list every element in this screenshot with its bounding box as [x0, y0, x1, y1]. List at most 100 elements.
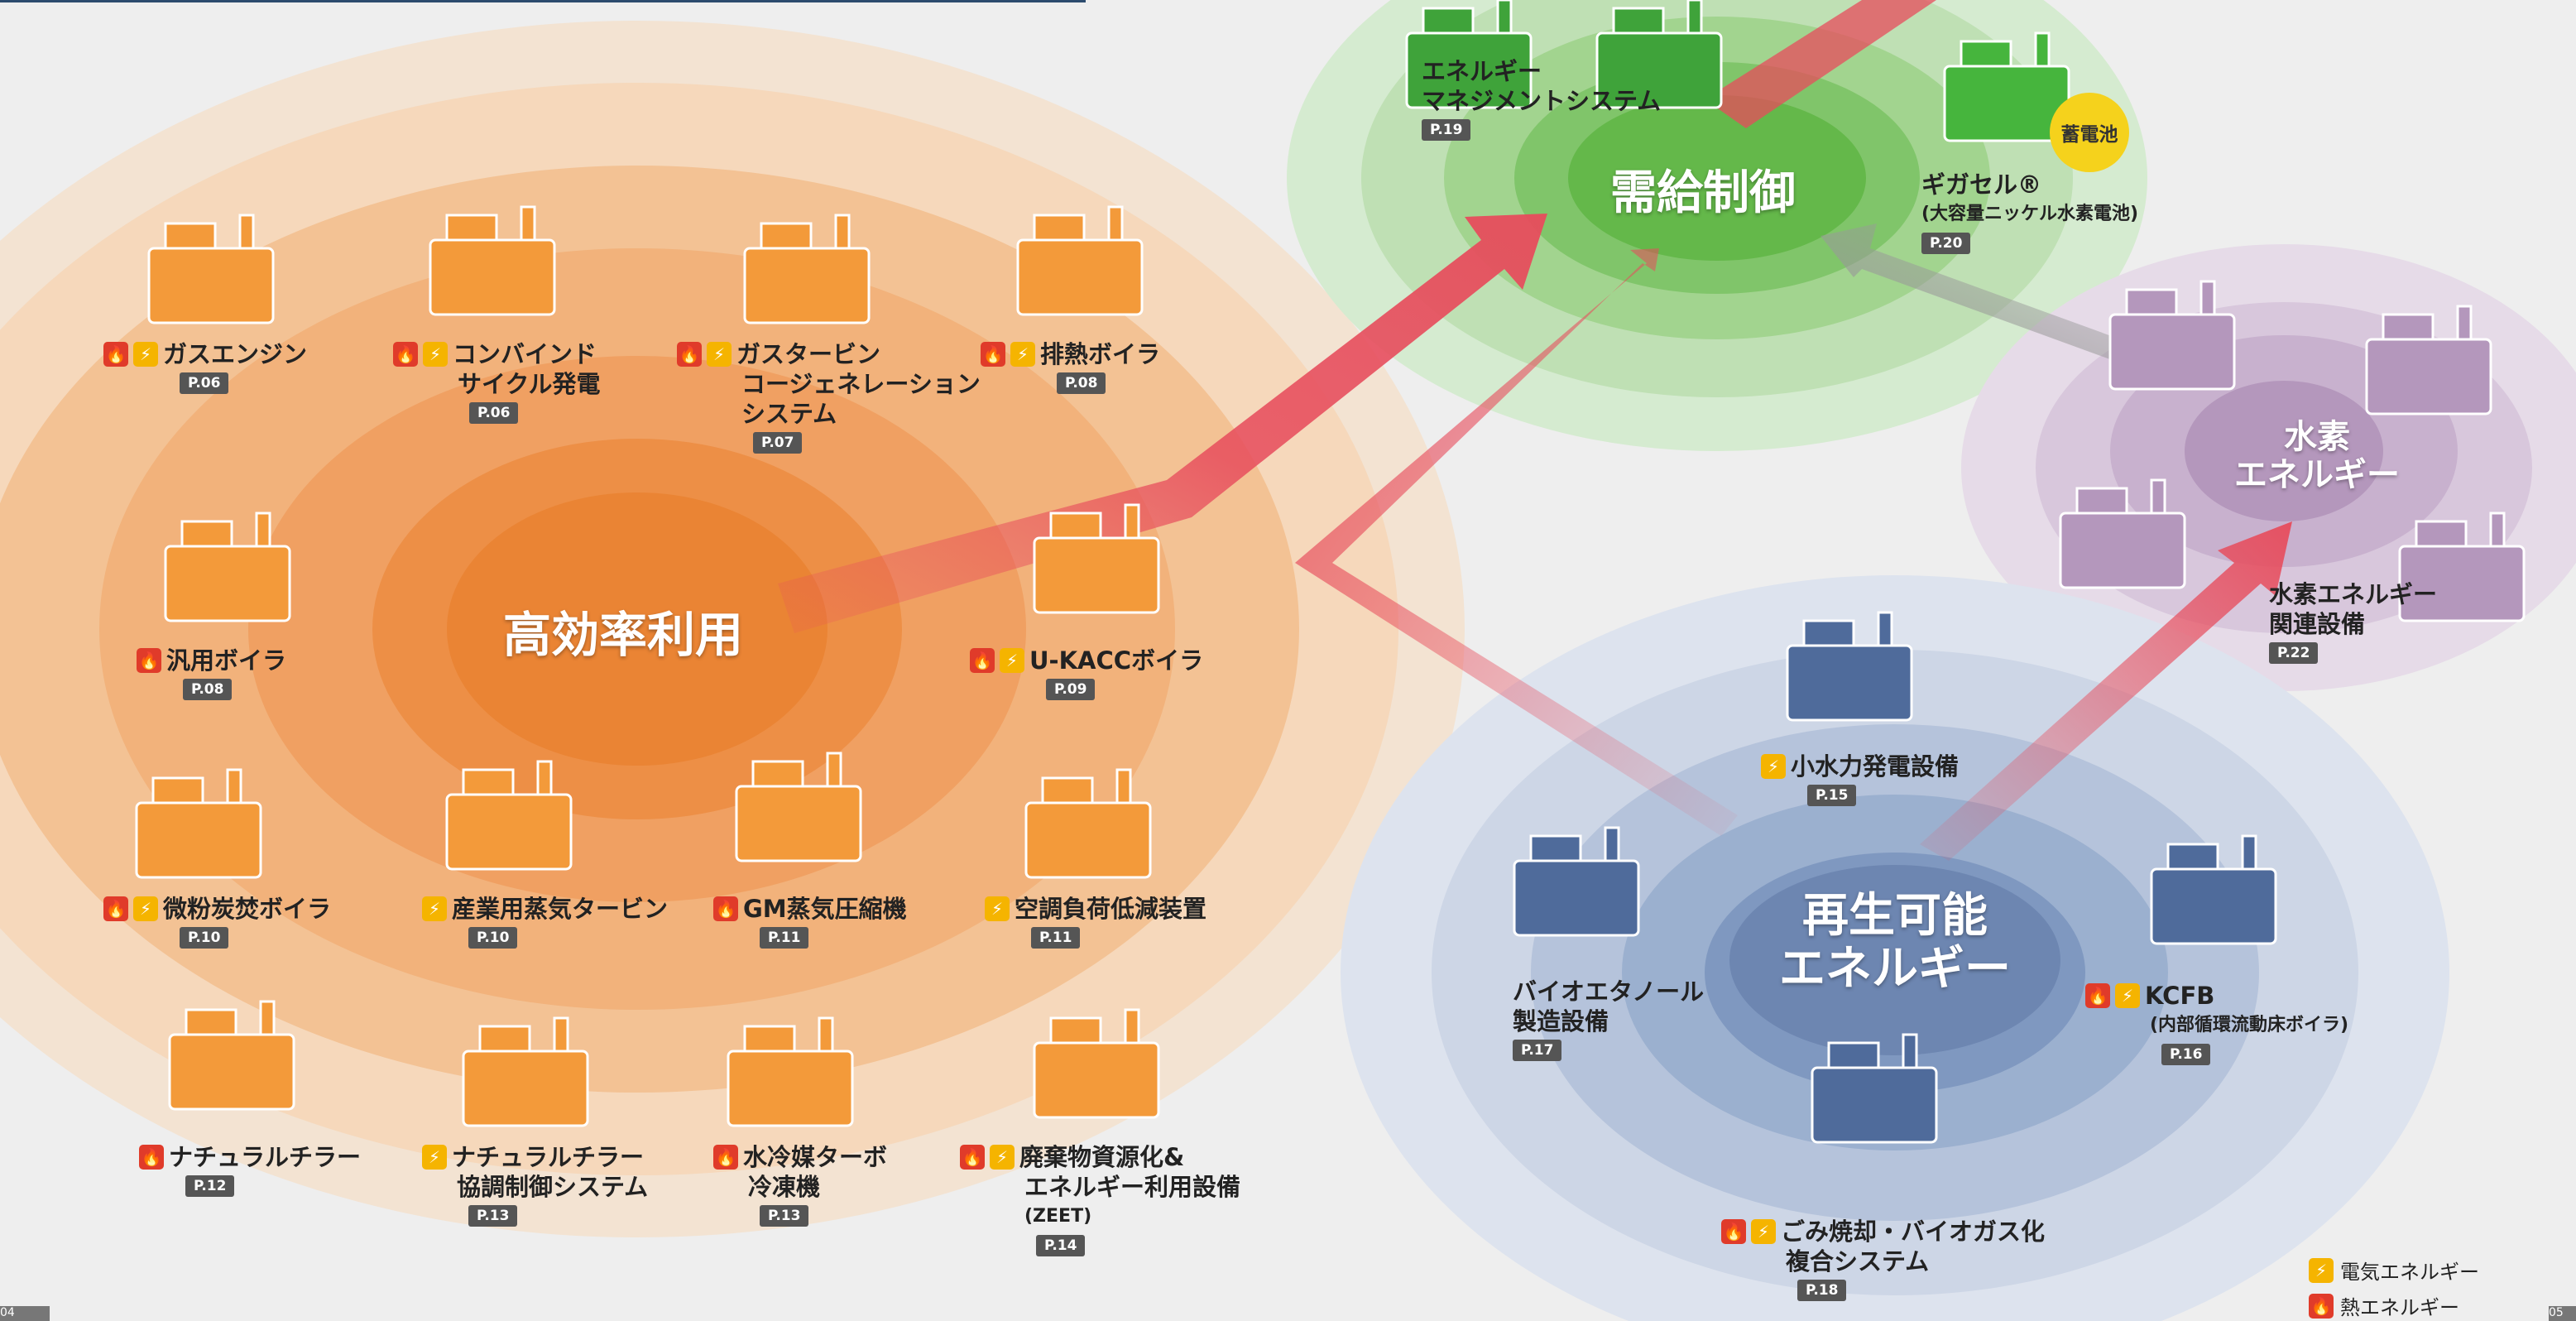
bolt-icon: ⚡ — [1010, 342, 1035, 367]
orange_items-item-label: U-KACCボイラ — [1029, 646, 1204, 675]
orange_items-item-page-row: P.11 — [713, 924, 907, 949]
green_items-item-row: マネジメントシステム — [1422, 86, 1661, 116]
page-ref-link[interactable]: P.22 — [2269, 642, 2319, 664]
page-ref-link[interactable]: P.09 — [1046, 679, 1096, 700]
orange_items-item-row: 🔥⚡微粉炭焚ボイラ — [103, 894, 331, 924]
orange_items-item: 🔥⚡廃棄物資源化&エネルギー利用設備(ZEET)P.14 — [960, 1142, 1240, 1256]
orange_items-item: 🔥GM蒸気圧縮機 P.11 — [713, 894, 907, 949]
orange_items-item-page-row: P.13 — [713, 1202, 887, 1227]
blue_items-item-label: ごみ焼却・バイオガス化 — [1781, 1218, 2046, 1246]
orange-pulverized-coal-boiler-icon — [135, 768, 262, 879]
page-ref-link[interactable]: P.15 — [1807, 785, 1857, 806]
orange_items-item: 🔥⚡U-KACCボイラ P.09 — [970, 646, 1203, 700]
orange_items-item-page-row: P.11 — [985, 924, 1206, 949]
blue_items-item-label: 製造設備 — [1513, 1007, 1609, 1035]
orange_items-item-label: 協調制御システム — [457, 1173, 649, 1201]
fire-icon: 🔥 — [2309, 1293, 2334, 1319]
legend-electric: ⚡ 電気エネルギー — [2309, 1256, 2479, 1285]
page-ref-link[interactable]: P.18 — [1797, 1280, 1847, 1301]
orange_items-item-row: コージェネレーション — [677, 369, 981, 399]
hub-hydrogen: 水素 エネルギー — [2234, 418, 2400, 494]
bolt-icon: ⚡ — [133, 342, 158, 367]
blue_items-item-label: (内部循環流動床ボイラ) — [2150, 1015, 2349, 1035]
page-ref-link[interactable]: P.07 — [753, 432, 803, 454]
page-ref-link[interactable]: P.14 — [1036, 1235, 1086, 1256]
orange_items-item: 🔥⚡排熱ボイラ P.08 — [981, 339, 1160, 394]
orange-combined-cycle-icon — [429, 205, 556, 316]
page-ref-link[interactable]: P.11 — [760, 927, 809, 949]
orange_items-item-page-row: P.06 — [103, 369, 307, 394]
green_items-item-row: エネルギー — [1422, 56, 1661, 86]
page-ref-link[interactable]: P.13 — [468, 1205, 518, 1227]
page-ref-link[interactable]: P.19 — [1422, 119, 1471, 141]
page-ref-link[interactable]: P.20 — [1921, 233, 1971, 254]
orange_items-item-row: 🔥GM蒸気圧縮機 — [713, 894, 907, 924]
orange_items-item-page-row: P.13 — [422, 1202, 648, 1227]
bolt-icon: ⚡ — [422, 896, 447, 921]
flow-arrows — [778, 0, 2292, 861]
blue_items-item-row: 🔥⚡KCFB — [2085, 981, 2348, 1011]
orange_items-item-row: 🔥⚡U-KACCボイラ — [970, 646, 1203, 675]
blue-bioethanol-icon — [1513, 826, 1640, 937]
blue_items-item-page-row: P.16 — [2085, 1040, 2348, 1065]
orange_items-item-label: エネルギー利用設備 — [1024, 1173, 1241, 1201]
orange_items-item-row: 🔥⚡ガスエンジン — [103, 339, 307, 369]
fire-icon: 🔥 — [981, 342, 1005, 367]
green_items-item-label: エネルギー — [1422, 57, 1542, 85]
green_items-item-label: ギガセル® — [1921, 171, 2042, 199]
top-rule — [0, 0, 1086, 2]
blue_items-item-label: バイオエタノール — [1513, 978, 1705, 1006]
page-ref-link[interactable]: P.11 — [1031, 927, 1081, 949]
hub-supply: 需給制御 — [1610, 166, 1796, 220]
legend-heat-label: 熱エネルギー — [2340, 1296, 2459, 1319]
orange_items-item-page-row: P.09 — [970, 675, 1203, 700]
orange-waste-heat-boiler-icon — [1016, 205, 1144, 316]
page-ref-link[interactable]: P.06 — [469, 402, 519, 424]
green-ems-icon — [1405, 0, 1533, 109]
orange_items-item-page-row: P.10 — [422, 924, 668, 949]
bolt-icon: ⚡ — [1751, 1219, 1776, 1244]
green-tower-icon — [1595, 0, 1723, 109]
page-ref-link[interactable]: P.16 — [2161, 1044, 2211, 1065]
orange-zeet-icon — [1033, 1008, 1160, 1119]
fire-icon: 🔥 — [137, 648, 161, 673]
orange_items-item-label: コージェネレーション — [741, 370, 981, 398]
page-ref-link[interactable]: P.10 — [468, 927, 518, 949]
hub-renewable: 再生可能 エネルギー — [1779, 890, 2011, 996]
page-ref-link[interactable]: P.08 — [183, 679, 233, 700]
arrow-hydrogen-to-supply — [1820, 223, 2143, 368]
orange_items-item-label: 廃棄物資源化& — [1019, 1143, 1185, 1171]
orange_items-item-label: 冷凍機 — [748, 1173, 821, 1201]
bolt-icon: ⚡ — [2309, 1257, 2334, 1283]
page-ref-link[interactable]: P.08 — [1057, 372, 1106, 394]
orange_items-item-label: 水冷媒ターボ — [743, 1143, 888, 1171]
arrow-renewable-to-hydrogen — [1920, 521, 2292, 861]
orange_items-item-row: ⚡空調負荷低減装置 — [985, 894, 1206, 924]
hub-efficiency: 高効率利用 — [503, 607, 744, 663]
page-ref-link[interactable]: P.06 — [180, 372, 229, 394]
blue_items-item-row: 製造設備 — [1513, 1006, 1704, 1036]
fire-icon: 🔥 — [393, 342, 418, 367]
orange_items-item-label: ガスエンジン — [163, 340, 308, 368]
orange_items-item-row: ⚡ナチュラルチラー — [422, 1142, 648, 1172]
orange-steam-turbine-icon — [445, 760, 573, 871]
page-ref-link[interactable]: P.13 — [760, 1205, 809, 1227]
orange_items-item: 🔥⚡ガスエンジン P.06 — [103, 339, 307, 394]
orange_items-item-label: GM蒸気圧縮機 — [743, 895, 907, 923]
orange_items-item-page-row: P.07 — [677, 429, 981, 454]
page-ref-link[interactable]: P.12 — [185, 1175, 235, 1197]
page-ref-link[interactable]: P.10 — [180, 927, 229, 949]
blue_items-item-label: KCFB — [2145, 982, 2215, 1010]
page-ref-link[interactable]: P.17 — [1513, 1040, 1562, 1061]
orange_items-item-label: 排熱ボイラ — [1040, 340, 1161, 368]
orange-turbo-chiller-icon — [727, 1016, 854, 1127]
green_items-item: エネルギーマネジメントシステム P.19 — [1422, 56, 1661, 141]
orange_items-item-row: システム — [677, 399, 981, 429]
blue-hydro-icon — [1786, 611, 1913, 722]
orange_items-item-label: コンバインド — [453, 340, 597, 368]
